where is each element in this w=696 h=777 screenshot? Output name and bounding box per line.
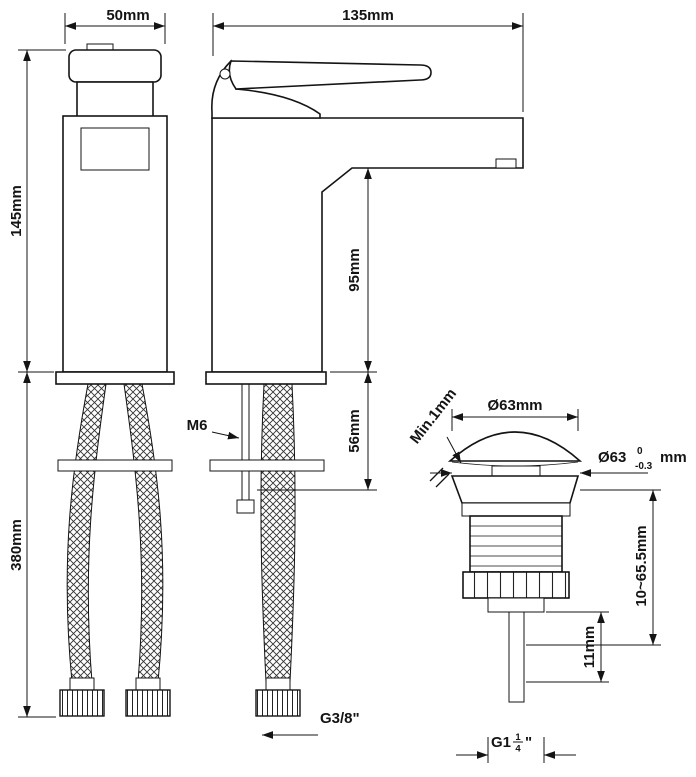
waste-thread-inch-label: " xyxy=(525,734,532,751)
flange-tol-lower-label: -0.3 xyxy=(635,461,653,472)
hose-left-collar xyxy=(69,677,95,691)
front-body xyxy=(62,115,168,373)
hose-left-nut xyxy=(59,689,105,717)
tail-length-label: 11mm xyxy=(581,626,598,669)
dim-spout-height-label: 95mm xyxy=(346,248,363,291)
waste-thread-body xyxy=(469,515,563,573)
dim-waste-thread: G1 1 4 " xyxy=(456,732,576,763)
break-ticks xyxy=(429,467,450,488)
dim-hose-length-label: 380mm xyxy=(8,519,25,571)
flange-tol-upper-label: 0 xyxy=(637,446,643,457)
side-aerator xyxy=(495,158,517,169)
waste-thread-lines xyxy=(470,525,562,567)
dim-cap-diameter: Ø63mm xyxy=(451,397,579,431)
side-hose xyxy=(260,383,296,683)
waste-flange xyxy=(450,475,580,504)
side-mount-bracket xyxy=(209,459,325,472)
side-lever xyxy=(228,60,432,90)
dim-front-width: 50mm xyxy=(64,7,166,44)
waste-ring xyxy=(461,502,571,517)
waste-cap-dome xyxy=(447,431,583,462)
dim-spout-height: 95mm xyxy=(330,168,377,373)
dim-front-width-label: 50mm xyxy=(106,7,149,24)
side-lever-pivot xyxy=(219,68,231,80)
faucet-front-view xyxy=(55,43,175,717)
callout-fixing-screw: M6 xyxy=(187,417,240,440)
waste-thread-denominator-label: 4 xyxy=(515,744,521,755)
flange-diameter-label: Ø63 xyxy=(598,449,626,466)
front-body-window xyxy=(80,127,150,171)
hose-right-collar xyxy=(135,677,161,691)
waste-thread-label: G1 xyxy=(491,734,511,751)
fixing-screw-label: M6 xyxy=(187,417,208,434)
hose-left xyxy=(66,383,107,683)
front-neck xyxy=(76,81,154,119)
faucet-side-view xyxy=(205,59,524,717)
dim-body-height-label: 145mm xyxy=(8,185,25,237)
dim-under-deck-label: 56mm xyxy=(346,409,363,452)
side-stud-nut xyxy=(236,499,255,514)
dim-under-deck: 56mm xyxy=(257,372,377,491)
mount-range-label: 10~65.5mm xyxy=(633,525,650,606)
callout-inlet-thread: G3/8" xyxy=(262,710,360,739)
waste-thread-numerator-label: 1 xyxy=(515,732,521,743)
front-base-plate xyxy=(55,371,175,385)
dim-spout-reach: 135mm xyxy=(212,7,524,112)
side-fixing-stud xyxy=(241,383,250,503)
dim-tail-length: 11mm xyxy=(526,611,609,683)
side-hose-collar xyxy=(265,677,291,691)
hose-right xyxy=(123,383,164,683)
hose-right-nut xyxy=(125,689,171,717)
side-hose-nut xyxy=(255,689,301,717)
cap-diameter-label: Ø63mm xyxy=(487,397,542,414)
waste-cap-rim xyxy=(451,461,579,467)
waste-tailpipe xyxy=(508,611,525,703)
side-base-plate xyxy=(205,371,327,385)
inlet-thread-label: G3/8" xyxy=(320,710,360,727)
dim-spout-reach-label: 135mm xyxy=(342,7,394,24)
waste-cap-neck xyxy=(491,465,541,477)
dimensions: 50mm 135mm 145mm 380mm 95mm 56mm xyxy=(8,7,687,763)
callout-cap-clearance: Min.1mm xyxy=(407,385,462,488)
front-mount-bracket xyxy=(57,459,173,472)
waste-nut xyxy=(462,571,570,599)
waste-view xyxy=(447,431,583,703)
waste-step xyxy=(487,597,545,613)
dim-hose-length: 380mm xyxy=(8,372,56,718)
front-handle xyxy=(68,49,162,83)
flange-unit-label: mm xyxy=(660,449,687,466)
dim-body-height: 145mm xyxy=(8,49,66,373)
dim-mount-range: 10~65.5mm xyxy=(526,489,661,646)
dim-flange-diameter: Ø63 0 -0.3 mm xyxy=(430,446,687,477)
